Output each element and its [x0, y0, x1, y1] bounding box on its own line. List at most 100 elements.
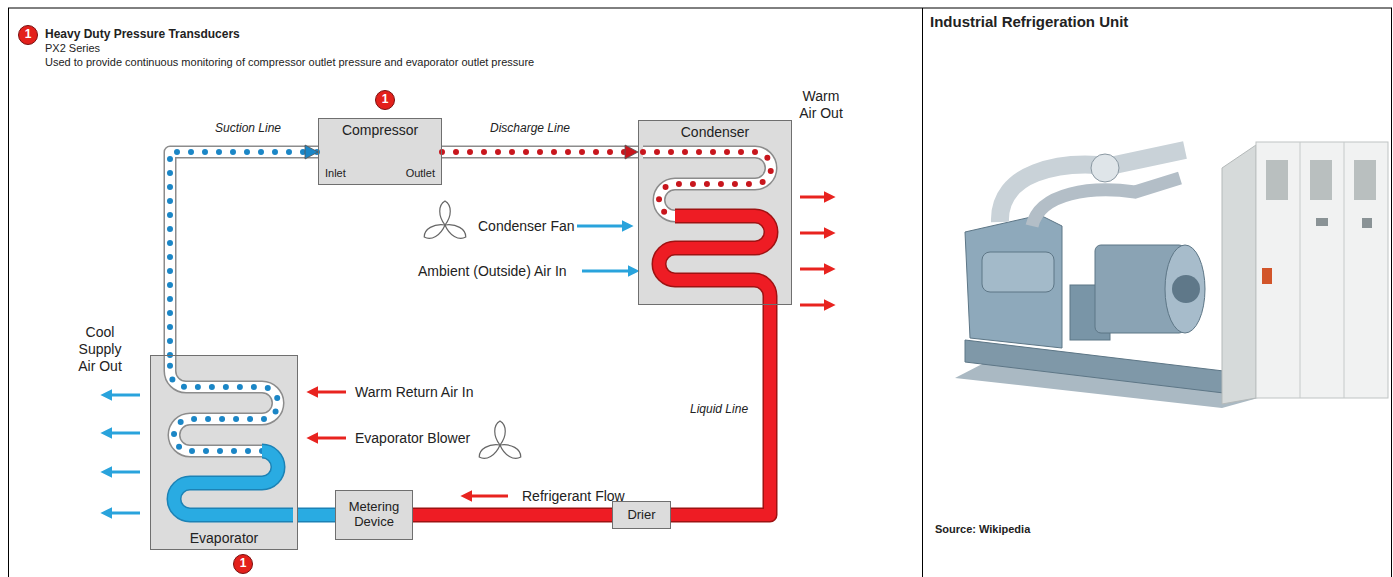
- cabinet-display: [1316, 218, 1328, 226]
- callout-number: 1: [21, 28, 35, 42]
- frame-line: [922, 8, 923, 577]
- callout-circle: 1: [18, 25, 38, 45]
- coil-pipe: [174, 451, 293, 515]
- callout-number: 1: [378, 93, 392, 107]
- fan-blade: [495, 421, 506, 445]
- flow-arrowhead: [305, 145, 318, 159]
- callout-circle: 1: [375, 90, 395, 110]
- pipe-stroke: [442, 149, 638, 155]
- machine-pipe: [1032, 178, 1180, 226]
- pipe-stroke: [170, 152, 318, 355]
- air-arrow: [110, 432, 140, 435]
- port-label: Inlet: [325, 167, 346, 180]
- panel-heading: Industrial Refrigeration Unit: [930, 13, 1128, 31]
- motor-fan-grill: [1172, 275, 1200, 303]
- pipe-stroke: [671, 305, 770, 515]
- component-box: Drier: [612, 501, 671, 529]
- pipe-label: Discharge Line: [490, 121, 570, 135]
- air-arrow: [316, 437, 346, 440]
- source-note: Source: Wikipedia: [935, 523, 1030, 536]
- box-fill: [638, 120, 792, 305]
- machine-illustration: [955, 142, 1388, 408]
- box-fills: [150, 118, 792, 550]
- component-box: CompressorInlet Outlet: [318, 118, 442, 185]
- air-arrow: [800, 268, 826, 271]
- fan-blade: [477, 440, 503, 461]
- cabinet-vent: [1310, 160, 1332, 200]
- oil-separator: [982, 252, 1054, 292]
- air-label: Ambient (Outside) Air In: [418, 263, 567, 280]
- box-fill: [318, 118, 442, 185]
- component-name: Condenser: [639, 124, 791, 140]
- air-label: Warm Air Out: [794, 88, 848, 122]
- pipe-stroke: [170, 152, 318, 355]
- component-box: Metering Device: [335, 490, 413, 540]
- frame-line: [8, 8, 1392, 9]
- callout-heading: Heavy Duty Pressure Transducers: [45, 27, 240, 41]
- frame-line: [8, 8, 9, 577]
- air-arrow: [800, 196, 826, 199]
- air-arrow: [110, 512, 140, 515]
- air-arrow: [800, 304, 826, 307]
- pipe-stroke: [413, 508, 612, 523]
- pipe-stroke: [413, 509, 612, 521]
- cabinet-display: [1362, 218, 1372, 228]
- fan-blade: [497, 440, 523, 461]
- pipe-label: Liquid Line: [690, 402, 748, 416]
- air-arrow: [110, 394, 140, 397]
- cabinet-door-line: [1344, 142, 1345, 398]
- pipe-stroke: [170, 152, 318, 355]
- fan-symbol: [477, 421, 524, 462]
- air-label: Warm Return Air In: [355, 384, 474, 401]
- air-label: Cool Supply Air Out: [70, 324, 130, 374]
- fan-blade: [442, 220, 468, 241]
- compressor-block: [965, 215, 1062, 348]
- refrigerant-pipe: [170, 145, 318, 355]
- callout-number: 1: [236, 557, 250, 571]
- box-fill: [612, 501, 671, 529]
- pipe-stroke: [442, 147, 638, 157]
- coil-pipe: [659, 216, 771, 305]
- pipe-label: Suction Line: [215, 121, 281, 135]
- air-arrow: [800, 232, 826, 235]
- air-arrow: [582, 270, 630, 273]
- cabinet-vent: [1266, 160, 1288, 200]
- flow-label: Refrigerant Flow: [522, 488, 625, 505]
- motor-end: [1165, 245, 1205, 333]
- frame-line: [1391, 8, 1392, 577]
- port-label: Outlet: [406, 167, 435, 180]
- fan-label: Condenser Fan: [478, 218, 575, 235]
- pipe-stroke: [671, 305, 770, 515]
- component-box: Evaporator: [150, 355, 298, 550]
- flow-arrow: [470, 495, 508, 498]
- coil-pipe: [643, 152, 771, 216]
- coil-pipe: [174, 451, 293, 515]
- refrigerant-pipe: [298, 515, 335, 516]
- fan-label: Evaporator Blower: [355, 430, 470, 447]
- cabinet-side: [1222, 145, 1256, 404]
- box-fill: [150, 355, 298, 550]
- component-name: Compressor: [319, 122, 441, 138]
- air-arrow: [316, 391, 346, 394]
- vapor-dots: [170, 355, 278, 451]
- component-box: Condenser: [638, 120, 792, 305]
- box-fill: [335, 490, 413, 540]
- pipe-stroke: [298, 509, 335, 521]
- pipe-stroke: [442, 146, 638, 159]
- gauge: [1091, 154, 1119, 182]
- coil-pipe: [659, 216, 771, 305]
- fan-symbol: [422, 201, 469, 242]
- cabinet-door-line: [1300, 142, 1301, 398]
- callout-text: Used to provide continuous monitoring of…: [45, 56, 534, 69]
- coil-pipe: [643, 152, 771, 216]
- cabinet-front: [1256, 142, 1388, 398]
- component-name: Metering Device: [338, 500, 410, 530]
- callout-text: PX2 Series: [45, 42, 100, 55]
- flow-arrowhead: [625, 145, 638, 159]
- fan-blade: [422, 220, 448, 241]
- refrigerant-pipe: [442, 145, 638, 159]
